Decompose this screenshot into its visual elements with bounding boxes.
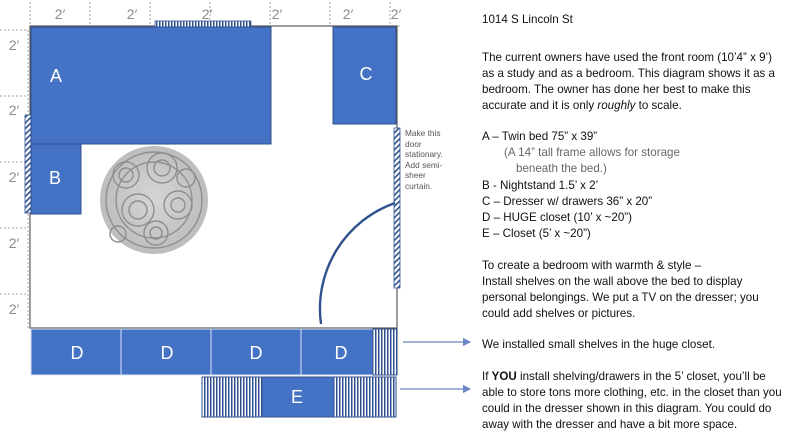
scale-label-left-2: 2′ [9,102,20,118]
round-rug [100,146,208,254]
door-note: Make this door stationary. Add semi- she… [405,128,443,191]
intro-line-4-pre: accurate and it is only [482,99,598,112]
scale-label-left-4: 2′ [9,235,20,251]
closet-d-shelves [372,328,398,376]
closet-note-line-4: away with the dresser and have a bit mor… [482,418,738,431]
closet-e-right-stripes [333,376,397,418]
closet-e [261,376,335,418]
warmth-line-4: could add shelves or pictures. [482,307,636,320]
closet-note-pre: If [482,370,492,383]
address-heading: 1014 S Lincoln St [482,13,573,26]
warmth-line-1: To create a bedroom with warmth & style … [482,259,702,272]
scale-label-top-4: 2′ [272,6,283,22]
scale-label-top-1: 2′ [55,6,66,22]
legend-a: A – Twin bed 75” x 39” [482,130,598,143]
intro-line-3: bedroom. The owner has done her best to … [482,83,751,96]
closet-d-segment-2 [120,328,212,376]
closet-note-line-2: able to store tons more clothing, etc. i… [482,386,782,399]
closet-d-label-3: D [250,343,263,363]
intro-line-4-post: to scale. [635,99,682,112]
legend-a-note-1: (A 14” tall frame allows for storage [504,146,680,159]
legend-e: E – Closet (5’ x ~20”) [482,227,591,240]
scale-label-left-3: 2′ [9,169,20,185]
warmth-line-2: Install shelves on the wall above the be… [482,275,743,288]
closet-d-segment-4 [300,328,374,376]
closet-note-line-1: If YOU install shelving/drawers in the 5… [482,369,766,385]
closet-e-label: E [291,387,303,407]
closet-note-line-3: could in the dresser shown in this diagr… [482,402,772,415]
legend-a-note-2: beneath the bed.) [516,162,607,175]
closet-d-label-1: D [71,343,84,363]
closet-d-label-2: D [161,343,174,363]
closet-d-label-4: D [335,343,348,363]
intro-line-2: as a study and as a bedroom. This diagra… [482,67,776,80]
scale-label-left-1: 2′ [9,37,20,53]
door-swing-arc [318,201,396,325]
legend-c: C – Dresser w/ drawers 36” x 20” [482,195,653,208]
scale-label-top-5: 2′ [343,6,354,22]
window-top [154,20,252,28]
shelves-note: We installed small shelves in the huge c… [482,338,716,351]
furniture-b-label: B [49,168,61,188]
intro-emphasis: roughly [597,99,636,112]
closet-note-you: YOU [491,370,517,383]
furniture-b-nightstand [30,143,82,215]
intro-line-4: accurate and it is only roughly to scale… [482,98,682,114]
window-left [24,114,32,214]
scale-label-left-5: 2′ [9,301,20,317]
closet-e-left-stripes [201,376,263,418]
scale-label-top-6: 2′ [391,6,402,22]
closet-note-post: install shelving/drawers in the 5’ close… [516,370,766,383]
furniture-c-dresser [332,26,397,125]
closet-d-segment-1 [30,328,122,376]
warmth-line-3: personal belongings. We put a TV on the … [482,291,759,304]
door-right [393,127,401,289]
furniture-a-twin-bed [30,26,272,145]
scale-label-top-3: 2′ [202,6,213,22]
scale-label-top-2: 2′ [127,6,138,22]
legend-d: D – HUGE closet (10’ x ~20”) [482,211,633,224]
intro-line-1: The current owners have used the front r… [482,51,772,64]
furniture-c-label: C [360,64,373,84]
legend-b: B - Nightstand 1.5’ x 2’ [482,179,599,192]
closet-d-segment-3 [210,328,302,376]
furniture-a-label: A [50,66,62,86]
